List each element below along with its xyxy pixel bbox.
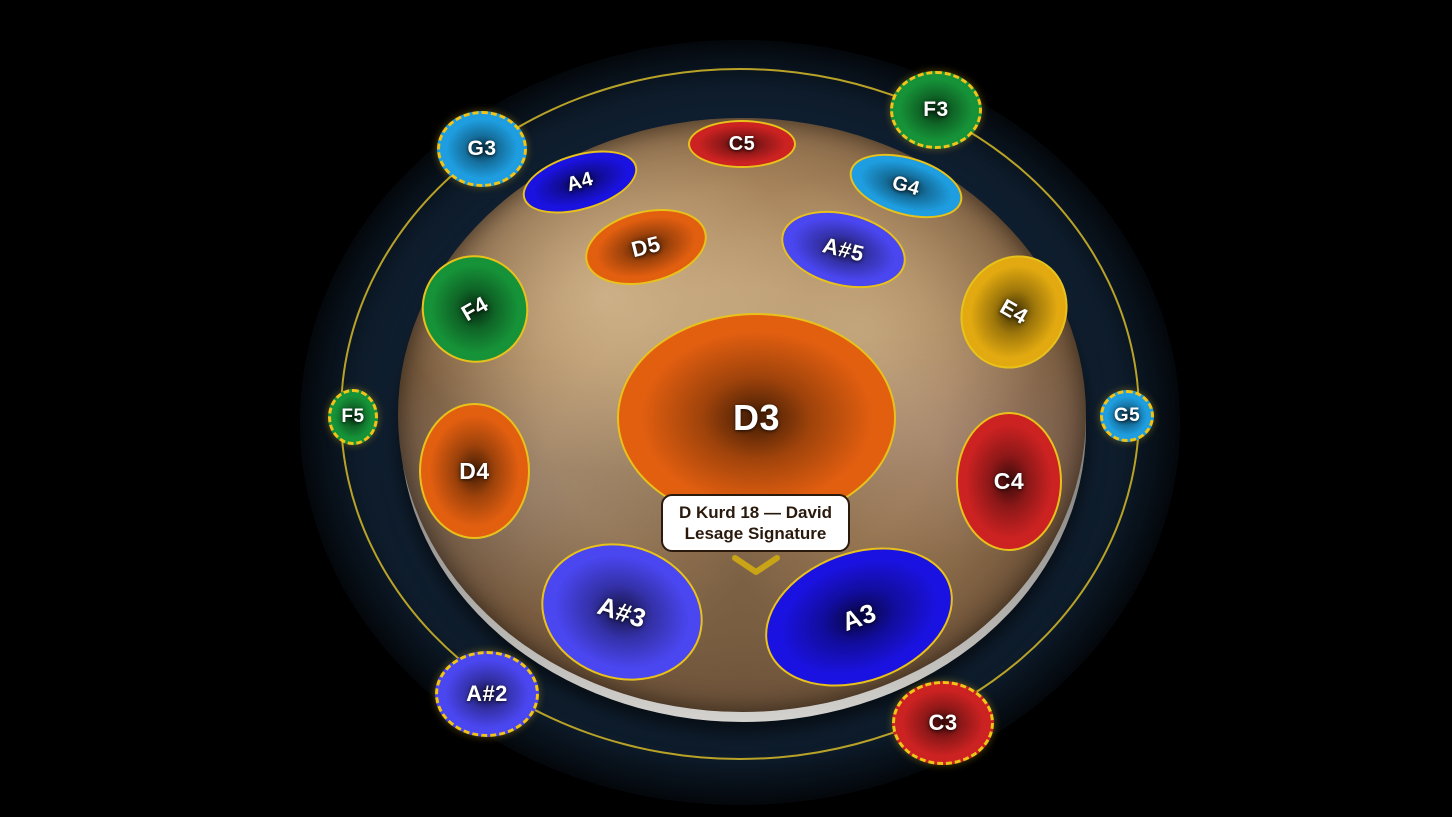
note-label: F3 bbox=[923, 98, 949, 121]
note-label: G4 bbox=[889, 171, 923, 200]
instrument-name: D Kurd 18 — David Lesage Signature bbox=[678, 503, 833, 543]
note-c5[interactable]: C5 bbox=[688, 120, 796, 168]
chevron-down-icon bbox=[732, 555, 780, 575]
note-label: A3 bbox=[837, 596, 881, 637]
note-label: D4 bbox=[459, 457, 490, 484]
note-label: G3 bbox=[467, 137, 497, 160]
bottom-note-a-sharp-2[interactable]: A#2 bbox=[435, 651, 539, 737]
note-label: D5 bbox=[628, 230, 664, 263]
bottom-note-f5[interactable]: F5 bbox=[328, 389, 378, 445]
note-label: F5 bbox=[341, 406, 365, 427]
note-label: A4 bbox=[564, 167, 596, 196]
note-label: A#2 bbox=[466, 681, 508, 706]
note-d4[interactable]: D4 bbox=[419, 403, 530, 539]
bottom-note-g3[interactable]: G3 bbox=[437, 111, 527, 187]
instrument-name-tooltip: D Kurd 18 — David Lesage Signature bbox=[661, 494, 850, 552]
note-label: E4 bbox=[995, 293, 1033, 330]
note-label: C4 bbox=[993, 468, 1025, 494]
note-label: G5 bbox=[1113, 405, 1141, 426]
bottom-note-g5[interactable]: G5 bbox=[1100, 390, 1154, 442]
note-label: C5 bbox=[728, 132, 756, 155]
note-label: A#3 bbox=[594, 589, 651, 634]
note-label: F4 bbox=[456, 291, 493, 327]
note-label: D3 bbox=[732, 397, 781, 438]
bottom-note-c3[interactable]: C3 bbox=[892, 681, 994, 765]
note-c4[interactable]: C4 bbox=[956, 412, 1062, 551]
note-d3-ding[interactable]: D3 bbox=[617, 313, 896, 523]
bottom-note-f3[interactable]: F3 bbox=[890, 71, 982, 149]
note-label: C3 bbox=[928, 710, 958, 735]
note-label: A#5 bbox=[820, 231, 867, 267]
